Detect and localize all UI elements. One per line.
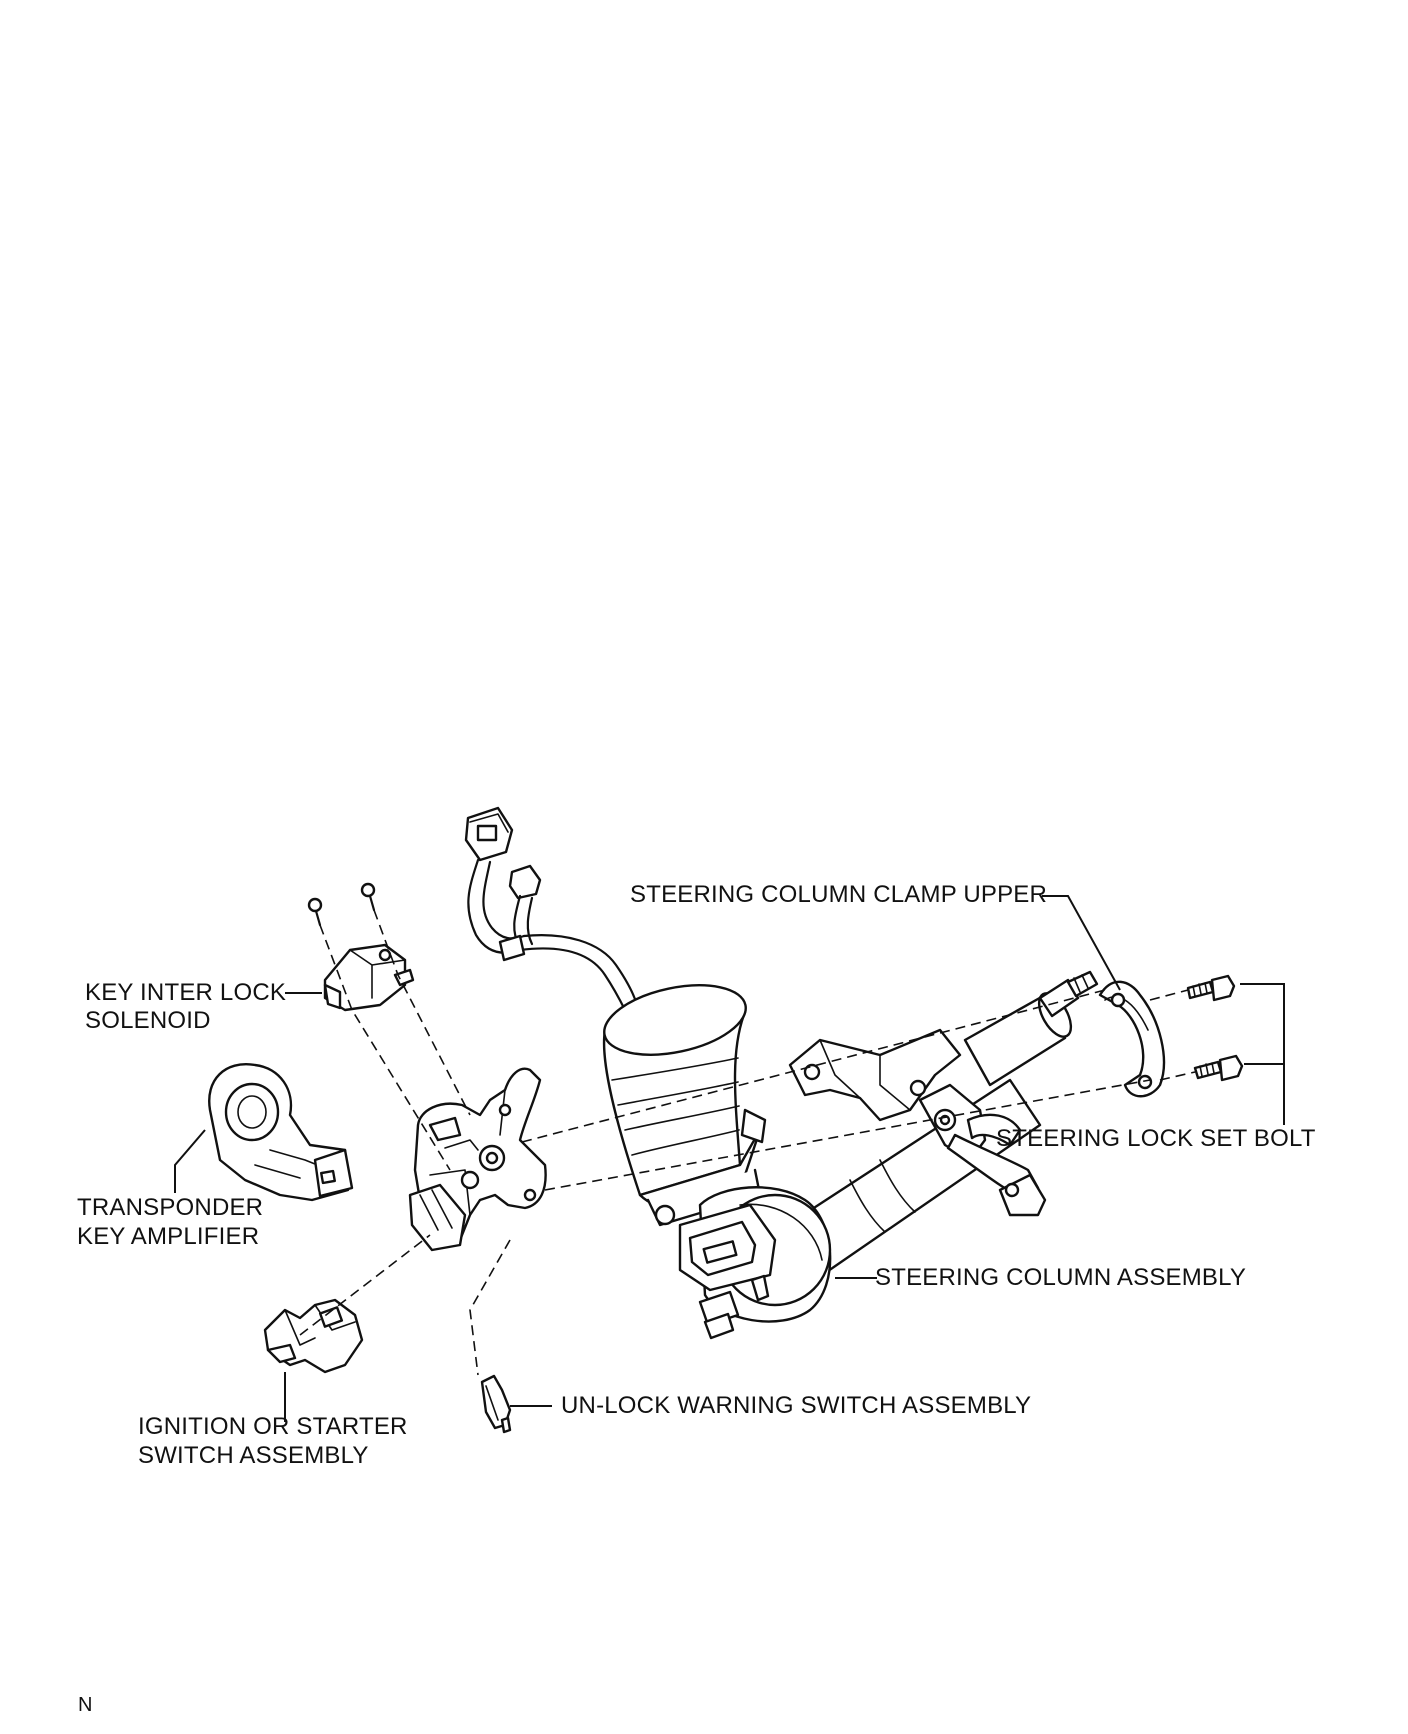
steering-lock-housing bbox=[408, 1067, 547, 1252]
harness-connector-small bbox=[508, 864, 542, 900]
key-inter-lock-solenoid-part bbox=[323, 943, 415, 1012]
label-steering-column-assembly: STEERING COLUMN ASSEMBLY bbox=[875, 1264, 1247, 1291]
tilt-motor bbox=[602, 984, 767, 1227]
label-ignition-switch-line2: SWITCH ASSEMBLY bbox=[138, 1442, 369, 1469]
label-transponder-key-amplifier-line1: TRANSPONDER bbox=[77, 1194, 264, 1221]
label-key-inter-lock-solenoid-line1: KEY INTER LOCK bbox=[85, 979, 287, 1006]
harness-connector-upper bbox=[464, 806, 514, 862]
solenoid-screw-right bbox=[360, 882, 376, 912]
transponder-key-amplifier-part bbox=[208, 1063, 354, 1202]
label-steering-column-clamp-upper: STEERING COLUMN CLAMP UPPER bbox=[630, 881, 1048, 908]
label-un-lock-warning-switch: UN-LOCK WARNING SWITCH ASSEMBLY bbox=[561, 1392, 1032, 1419]
ignition-switch-part bbox=[263, 1298, 364, 1374]
corner-mark: N bbox=[78, 1694, 93, 1716]
label-steering-lock-set-bolt: STEERING LOCK SET BOLT bbox=[996, 1125, 1316, 1152]
steering-lock-set-bolt-upper bbox=[1186, 974, 1236, 1002]
leader-lines bbox=[174, 895, 1285, 1422]
label-key-inter-lock-solenoid-line2: SOLENOID bbox=[85, 1007, 211, 1034]
label-ignition-switch-line1: IGNITION OR STARTER bbox=[138, 1413, 408, 1440]
steering-lock-set-bolt-lower bbox=[1193, 1054, 1244, 1082]
steering-column-clamp-upper-part bbox=[1098, 980, 1166, 1098]
solenoid-screw-left bbox=[307, 897, 323, 927]
un-lock-warning-switch-part bbox=[480, 1374, 512, 1434]
assembly-dashed-lines bbox=[299, 909, 1196, 1376]
label-transponder-key-amplifier-line2: KEY AMPLIFIER bbox=[77, 1223, 260, 1250]
wiring-harness bbox=[467, 858, 638, 1012]
steering-column-body bbox=[678, 970, 1099, 1340]
